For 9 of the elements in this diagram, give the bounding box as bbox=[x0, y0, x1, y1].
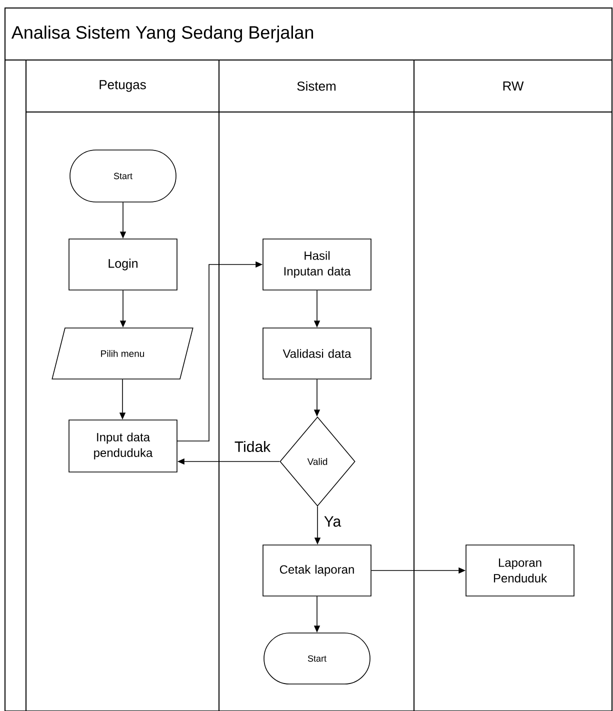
process-box: Hasil Inputan data bbox=[262, 238, 372, 290]
process-box: Cetak laporan bbox=[262, 544, 372, 596]
process-box: Laporan Penduduk bbox=[466, 544, 574, 596]
input-parallelogram: Pilih menu bbox=[52, 328, 194, 380]
process-box: Validasi data bbox=[262, 328, 372, 380]
edge-label: Tidak bbox=[233, 440, 272, 453]
edge-label: Ya bbox=[322, 515, 342, 528]
process-box: Input data penduduka bbox=[68, 420, 178, 472]
process-box: Login bbox=[68, 238, 178, 290]
